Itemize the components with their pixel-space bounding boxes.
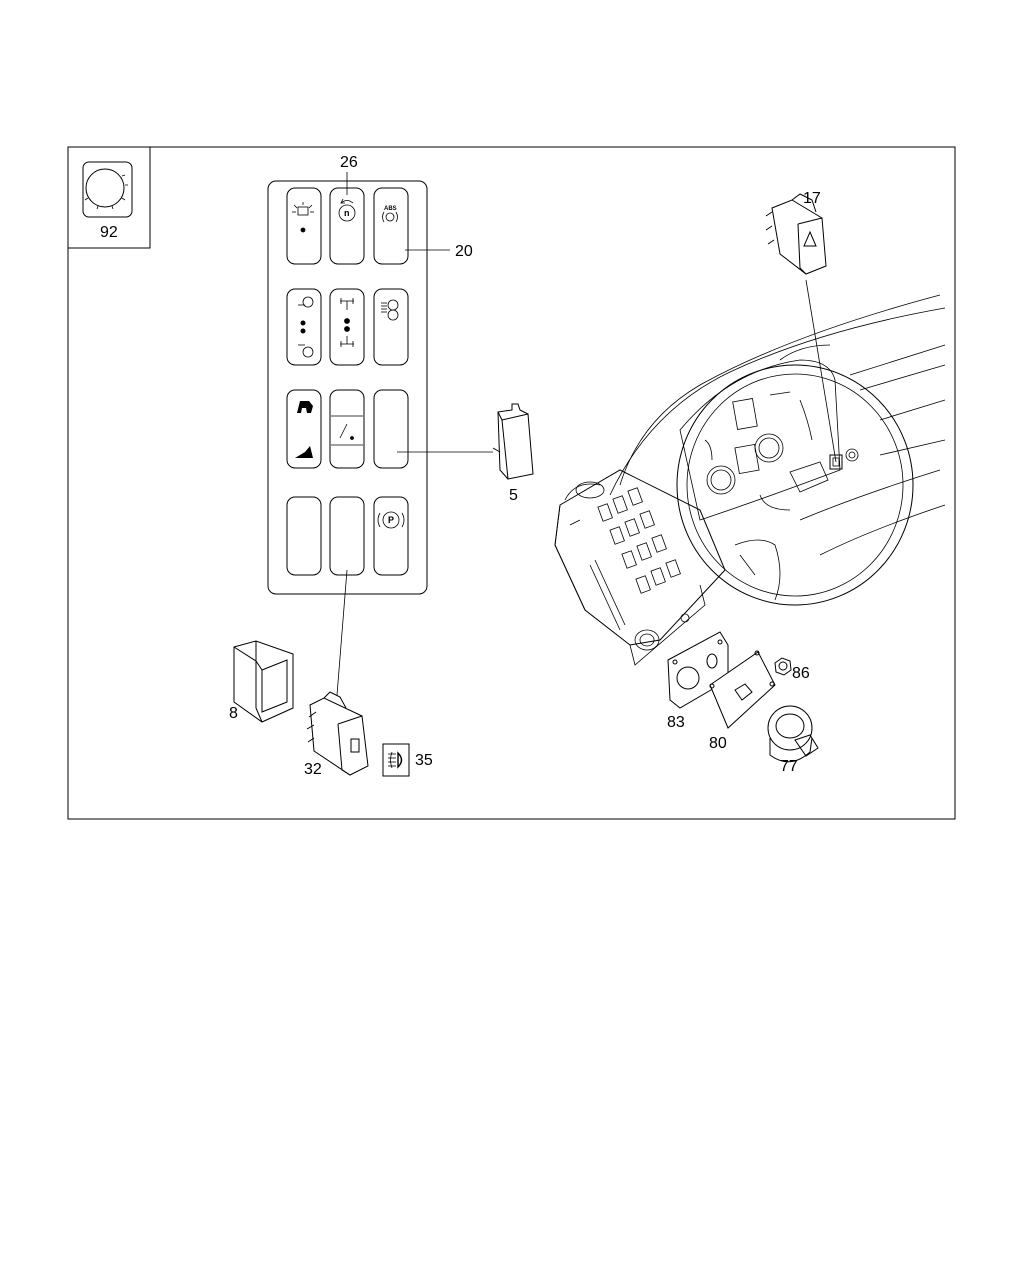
headlamp-icon [381,299,399,321]
switch-abs [373,187,409,265]
pto-icon [295,401,313,458]
mounting-plate-83 [667,631,729,709]
hazard-switch-17 [765,193,827,275]
beacon-light-icon [292,202,314,233]
switch-diff-lock [286,288,322,366]
switch-engine-speed [329,187,365,265]
inset-gauge-92: 92 [68,147,151,249]
switch-blank-4b [329,496,365,576]
switch-headlamp [373,288,409,366]
fog-lamp-symbol-35 [382,743,410,777]
svg-text:n: n [344,208,350,218]
switch-frame-8 [233,640,294,723]
diagram-frame [67,146,956,820]
svg-text:ABS: ABS [384,206,397,212]
gasket-80 [709,650,776,729]
callout-77: 77 [780,758,798,775]
fog-lamp-icon [382,743,410,777]
rocker-switch-32 [306,691,369,776]
dashboard-illustration [554,294,946,666]
callout-83: 83 [667,714,685,731]
switch-panel-20: n ABS [267,180,428,595]
callout-5: 5 [509,487,518,504]
gauge-icon [82,161,133,218]
differential-lock-icon [298,296,314,358]
callout-86: 86 [792,665,810,682]
callout-35: 35 [415,752,433,769]
hazard-warning-icon [803,230,817,247]
tipper-icon [331,415,363,446]
callout-8: 8 [229,705,238,722]
nut-86 [774,657,792,676]
abs-brake-icon: ABS [382,206,398,223]
switch-parking-brake [373,496,409,576]
parking-brake-icon: P [377,511,405,529]
svg-text:P: P [388,515,394,525]
switch-blank-4a [286,496,322,576]
switch-tipper [329,389,365,469]
axle-lock-icon [340,298,354,347]
callout-32: 32 [304,761,322,778]
callout-80: 80 [709,735,727,752]
console-switch-grid [597,487,681,594]
callout-92: 92 [100,224,118,241]
switch-pto [286,389,322,469]
callout-26: 26 [340,154,358,171]
switch-beacon [286,187,322,265]
rotary-switch-77 [767,705,819,763]
blank-cover-5 [492,403,534,480]
leader-lines [336,172,837,696]
engine-speed-icon: n [338,198,356,222]
switch-blank-3 [373,389,409,469]
callout-20: 20 [455,243,473,260]
callout-17: 17 [803,190,821,207]
